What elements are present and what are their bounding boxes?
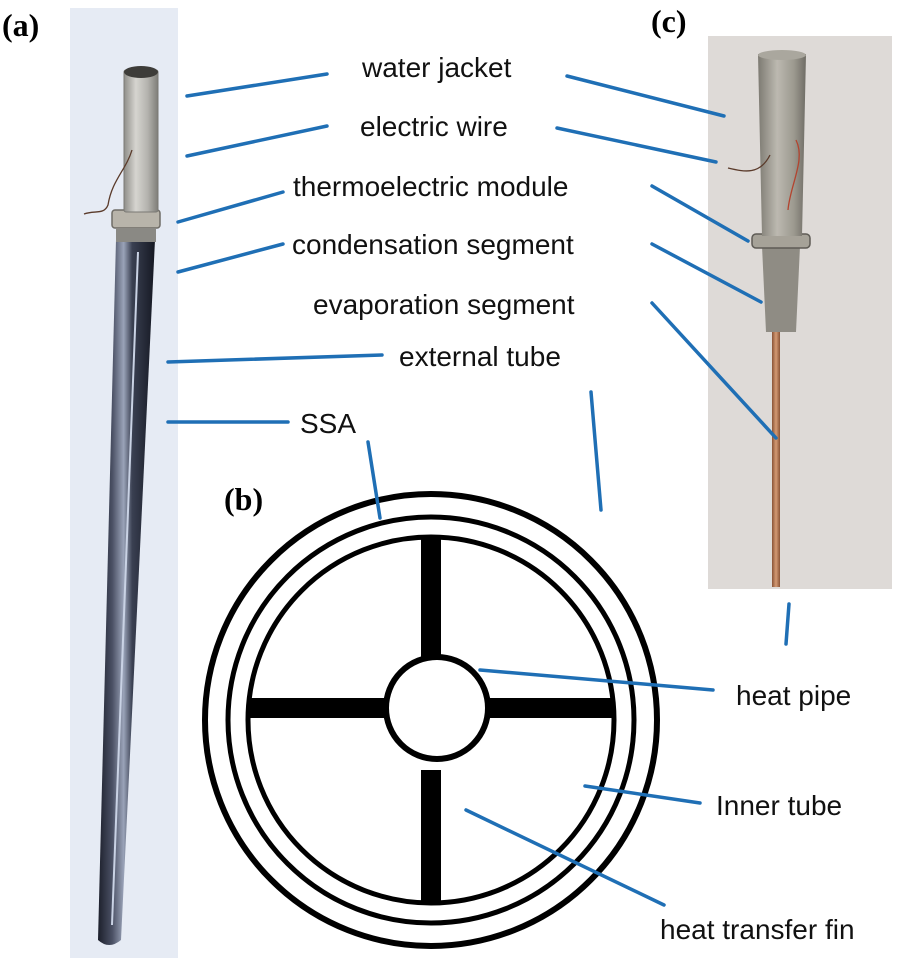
leader-water-jacket-a [185, 72, 329, 98]
label-external-tube: external tube [399, 341, 561, 372]
leader-external-tube-a [166, 353, 384, 364]
electric-wire-c-red [787, 139, 800, 211]
leader-electric-wire-a [185, 124, 329, 158]
label-water-jacket: water jacket [361, 52, 512, 83]
leader-evaporation-c [650, 301, 778, 440]
condensation-segment-shape [762, 246, 800, 332]
water-jacket-shape [123, 69, 159, 213]
panel-label-a: (a) [2, 7, 39, 43]
copper-pipe-shape [772, 325, 780, 587]
electric-wire-shape [83, 149, 133, 215]
cross-section-b [202, 491, 660, 949]
leader-heat-pipe-b [478, 668, 715, 692]
electric-wire-c-shape [727, 154, 771, 172]
ssa-ring [225, 514, 637, 926]
water-jacket-opening [124, 66, 158, 78]
leader-electric-wire-c [555, 126, 718, 164]
leader-thermoelectric-a [176, 190, 285, 224]
condensation-collar-shape [116, 228, 156, 242]
thermoelectric-ring-shape [751, 233, 811, 249]
leader-condensation-c [650, 242, 763, 304]
external-tube-shape [98, 240, 155, 945]
fin-left [248, 698, 391, 718]
leader-lines [166, 72, 791, 907]
leader-heat-pipe-c [784, 602, 791, 646]
heat-pipe-circle [383, 654, 491, 762]
leader-water-jacket-c [565, 74, 726, 118]
tube-highlight [111, 251, 139, 926]
panel-label-b: (b) [224, 481, 263, 517]
leader-thermoelectric-c [650, 184, 750, 243]
label-inner-tube: Inner tube [716, 790, 842, 821]
label-ssa: SSA [300, 408, 356, 439]
photo-c [708, 36, 892, 589]
label-condensation-segment: condensation segment [292, 229, 574, 260]
photo-a [70, 8, 178, 958]
water-jacket-c-top [758, 50, 806, 60]
fin-bottom [421, 770, 441, 903]
panel-label-c: (c) [651, 3, 687, 39]
leader-condensation-a [176, 242, 285, 274]
thermoelectric-module-shape [111, 209, 161, 229]
fin-right [483, 698, 614, 718]
label-heat-pipe: heat pipe [736, 680, 851, 711]
label-electric-wire: electric wire [360, 111, 508, 142]
label-thermoelectric-module: thermoelectric module [293, 171, 568, 202]
fin-top [421, 537, 441, 660]
external-tube-ring [202, 491, 660, 949]
leader-heat-transfer-fin-b [464, 808, 666, 907]
label-heat-transfer-fin: heat transfer fin [660, 914, 855, 945]
leader-ssa-b [366, 440, 382, 520]
leader-inner-tube-b [583, 784, 702, 805]
label-evaporation-segment: evaporation segment [313, 289, 575, 320]
water-jacket-c-shape [758, 54, 806, 236]
leader-external-tube-b [589, 390, 603, 512]
